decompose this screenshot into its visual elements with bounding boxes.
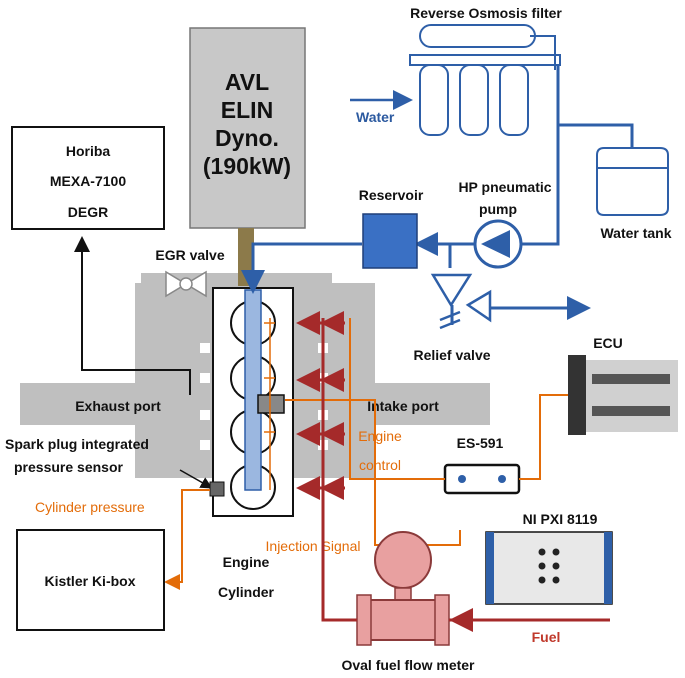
spark-plug-pointer xyxy=(179,469,213,489)
es591-box xyxy=(443,463,521,495)
ro-filter xyxy=(409,24,561,136)
ni-pxi-label: NI PXI 8119 xyxy=(523,511,598,527)
reservoir-label: Reservoir xyxy=(359,187,424,203)
fuel-injector-arrows xyxy=(296,311,323,500)
horiba-sample-line xyxy=(74,236,191,395)
dyno-label-4: (190kW) xyxy=(203,153,291,179)
flow-meter-flange-right xyxy=(434,594,450,646)
flow-meter-flange-left xyxy=(356,594,372,646)
orange-injector-lines xyxy=(264,318,275,490)
engine-control-label-1: Engine xyxy=(358,428,402,444)
water-jacket xyxy=(244,289,262,491)
es591-port-2 xyxy=(498,475,506,483)
cylinder-pressure-label: Cylinder pressure xyxy=(35,499,145,515)
ni-pxi-chassis xyxy=(485,531,613,605)
hp-pump-label-2: pump xyxy=(479,201,517,217)
relief-valve-icon xyxy=(430,273,492,330)
ro-filter-label: Reverse Osmosis filter xyxy=(410,5,562,21)
water-tank xyxy=(596,147,669,216)
exhaust-port-label: Exhaust port xyxy=(75,398,161,414)
water-label: Water xyxy=(356,109,395,125)
hp-pump-label-1: HP pneumatic xyxy=(458,179,551,195)
es591-to-ecu-line xyxy=(519,394,568,480)
ecu-label: ECU xyxy=(593,335,623,351)
dyno-label-3: Dyno. xyxy=(215,125,279,151)
engine-cylinder-label-2: Cylinder xyxy=(218,584,275,600)
kistler-label: Kistler Ki-box xyxy=(44,573,135,589)
engine-control-label-2: control xyxy=(359,457,401,473)
egr-loop-pipe xyxy=(141,273,332,300)
flow-meter-gauge xyxy=(374,531,432,589)
horiba-box xyxy=(11,126,165,230)
exhaust-port-block xyxy=(20,383,220,425)
horiba-label-1: Horiba xyxy=(66,143,111,159)
engine-cylinder-label-1: Engine xyxy=(223,554,270,570)
ecu-slot-2 xyxy=(592,406,670,416)
reservoir-box xyxy=(362,213,418,269)
egr-valve-label: EGR valve xyxy=(155,247,224,263)
relief-valve-label: Relief valve xyxy=(413,347,490,363)
spark-plug-label-2: pressure sensor xyxy=(14,459,123,475)
fuel-injector-arrows-right xyxy=(320,311,345,500)
dyno-label-2: ELIN xyxy=(221,97,273,123)
engine-control-line xyxy=(349,318,445,480)
cylinder-pressure-line xyxy=(164,489,210,590)
ni-pxi-bar-right xyxy=(604,532,612,604)
hp-pump-triangle xyxy=(481,230,510,258)
fuel-label: Fuel xyxy=(532,629,561,645)
horiba-label-3: DEGR xyxy=(68,204,108,220)
oval-meter-label: Oval fuel flow meter xyxy=(341,657,475,673)
dyno-label-1: AVL xyxy=(225,69,269,95)
es591-port-1 xyxy=(458,475,466,483)
flow-meter-body xyxy=(369,599,437,641)
spark-plug-sensor xyxy=(209,481,225,497)
injection-signal-label: Injection Signal xyxy=(266,538,361,554)
injection-signal-line xyxy=(285,399,461,546)
water-tank-label: Water tank xyxy=(600,225,671,241)
es591-label: ES-591 xyxy=(457,435,504,451)
ecu-panel xyxy=(586,360,678,432)
injector-block xyxy=(257,394,285,414)
dyno-box xyxy=(189,27,306,229)
ni-pxi-ports xyxy=(538,548,560,584)
kistler-box xyxy=(16,529,165,631)
spark-plug-label-1: Spark plug integrated xyxy=(5,436,149,452)
horiba-label-2: MEXA-7100 xyxy=(50,173,126,189)
ni-pxi-bar-left xyxy=(486,532,494,604)
intake-port-label: Intake port xyxy=(367,398,439,414)
egr-valve-icon xyxy=(165,270,207,298)
ecu-slot-1 xyxy=(592,374,670,384)
ecu-body xyxy=(568,355,586,435)
